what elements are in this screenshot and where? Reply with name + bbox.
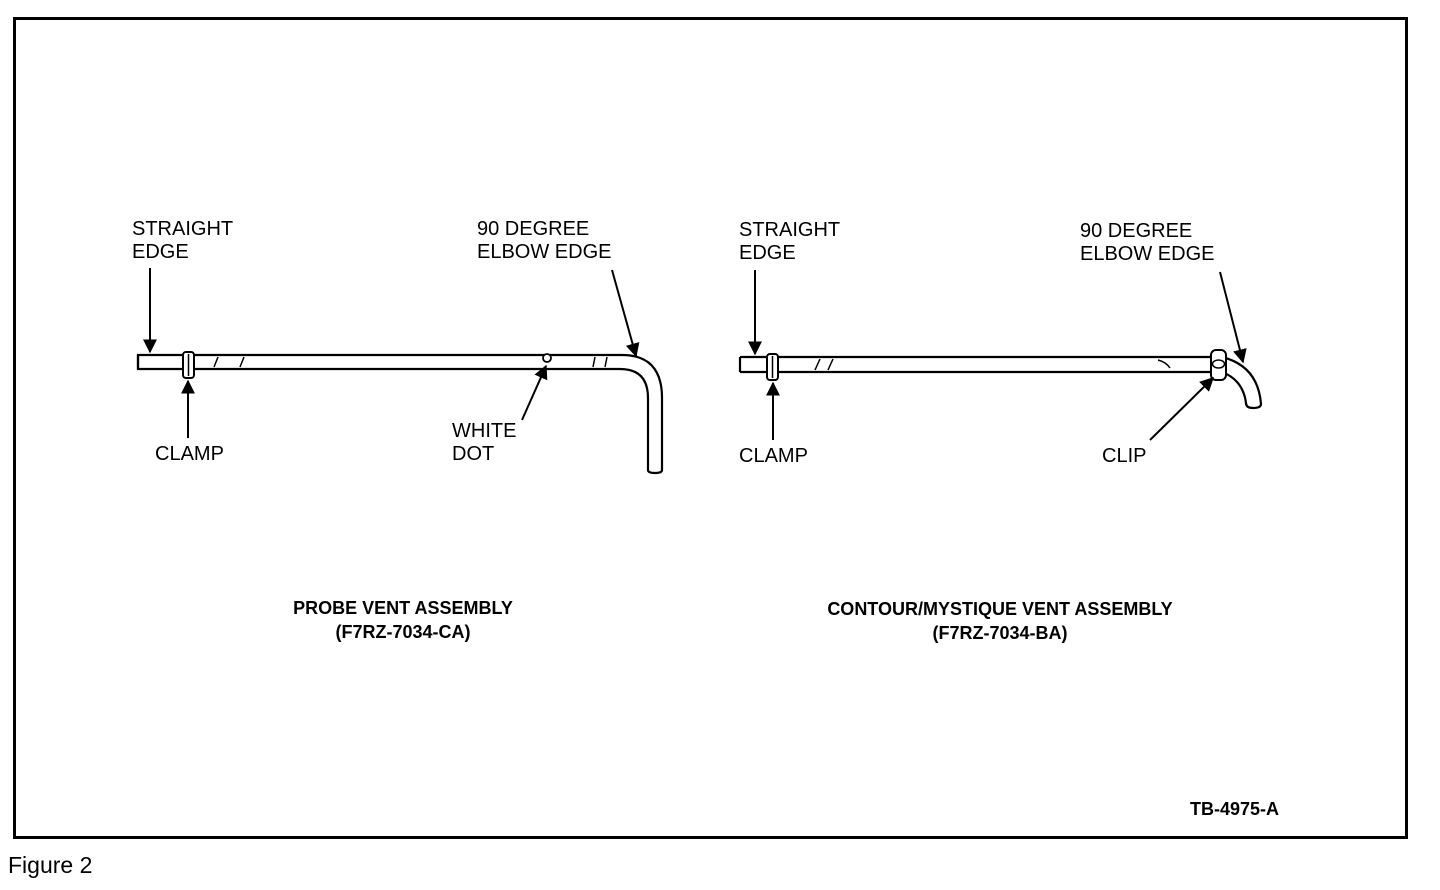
arrow-white-dot: [521, 364, 548, 421]
title-line: (F7RZ-7034-BA): [932, 623, 1068, 643]
label-line: EDGE: [132, 241, 189, 263]
label-line: ELBOW EDGE: [1080, 243, 1215, 265]
probe-clamp: [182, 351, 195, 379]
label-line: DOT: [452, 443, 495, 465]
arrow-elbow-edge-right: [1219, 271, 1247, 364]
arrow-clip: [1149, 377, 1214, 441]
title-probe-vent-assembly: PROBE VENT ASSEMBLY (F7RZ-7034-CA): [253, 596, 553, 644]
label-line: EDGE: [739, 242, 796, 264]
title-contour-vent-assembly: CONTOUR/MYSTIQUE VENT ASSEMBLY (F7RZ-703…: [780, 597, 1220, 645]
label-clamp-right: CLAMP: [739, 445, 808, 467]
label-clip: CLIP: [1102, 445, 1147, 467]
figure-frame: [13, 17, 1408, 839]
label-straight-edge-right: STRAIGHT EDGE: [739, 219, 840, 265]
arrow-elbow-edge-left: [611, 269, 640, 358]
label-line: STRAIGHT: [132, 218, 234, 240]
title-line: (F7RZ-7034-CA): [335, 622, 471, 642]
label-line: ELBOW EDGE: [477, 241, 612, 263]
label-elbow-edge-right: 90 DEGREE ELBOW EDGE: [1080, 220, 1214, 266]
figure-caption: Figure 2: [8, 852, 93, 878]
contour-clamp: [766, 353, 779, 381]
label-elbow-edge-left: 90 DEGREE ELBOW EDGE: [477, 218, 611, 264]
label-white-dot: WHITE DOT: [452, 420, 516, 466]
title-line: PROBE VENT ASSEMBLY: [293, 598, 513, 618]
contour-vent-tube: [738, 355, 1263, 410]
label-line: 90 DEGREE: [477, 218, 590, 240]
label-line: STRAIGHT: [739, 219, 841, 241]
probe-vent-tube: [136, 353, 664, 475]
reference-code: TB-4975-A: [1190, 799, 1280, 819]
label-clamp-left: CLAMP: [155, 443, 224, 465]
label-straight-edge-left: STRAIGHT EDGE: [132, 218, 233, 264]
label-line: 90 DEGREE: [1080, 220, 1193, 242]
label-line: WHITE: [452, 420, 517, 442]
contour-clip: [1210, 349, 1227, 381]
title-line: CONTOUR/MYSTIQUE VENT ASSEMBLY: [827, 599, 1173, 619]
white-dot-marker: [542, 353, 552, 363]
